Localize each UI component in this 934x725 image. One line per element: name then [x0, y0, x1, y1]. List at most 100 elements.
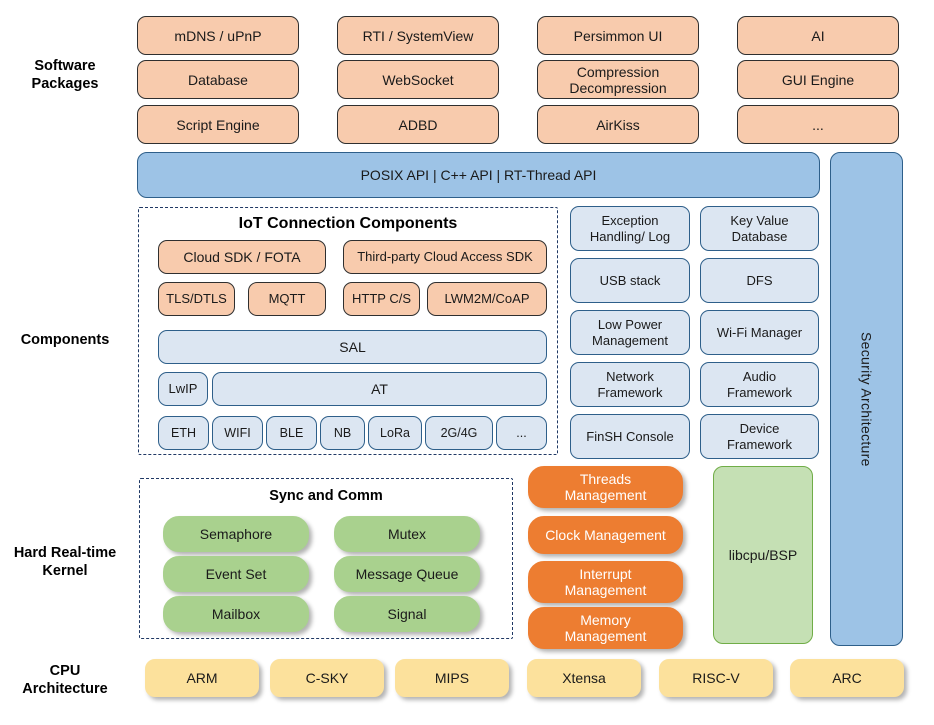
- sync-chip[interactable]: Semaphore: [163, 516, 309, 552]
- kernel-core-chip[interactable]: Memory Management: [528, 607, 683, 649]
- kernel-core-chip-label: Interrupt Management: [564, 566, 647, 598]
- kernel-core-chip[interactable]: Clock Management: [528, 516, 683, 554]
- sync-chip-label: Message Queue: [355, 566, 459, 582]
- sync-chip[interactable]: Event Set: [163, 556, 309, 592]
- component-chip-label: Network Framework: [597, 368, 663, 400]
- iot-protocol-chip-label: TLS/DTLS: [166, 291, 227, 306]
- sync-and-comm-title-text: Sync and Comm: [269, 488, 383, 504]
- component-chip-label: USB stack: [599, 272, 661, 288]
- kernel-core-chip[interactable]: Interrupt Management: [528, 561, 683, 603]
- package-chip[interactable]: GUI Engine: [737, 60, 899, 99]
- iot-protocol-chip[interactable]: TLS/DTLS: [158, 282, 235, 316]
- sync-chip-label: Event Set: [205, 566, 267, 582]
- component-chip[interactable]: DFS: [700, 258, 819, 303]
- iot-stack-chip-label: LwIP: [168, 381, 198, 396]
- component-chip-label: Wi-Fi Manager: [716, 324, 803, 340]
- iot-link-chip[interactable]: BLE: [266, 416, 317, 450]
- sync-chip[interactable]: Mailbox: [163, 596, 309, 632]
- cpu-arch-chip-label: RISC-V: [692, 670, 740, 686]
- sync-and-comm-title: Sync and Comm: [139, 486, 513, 506]
- component-chip-label: Device Framework: [726, 420, 792, 452]
- iot-cloud-chip[interactable]: Cloud SDK / FOTA: [158, 240, 326, 274]
- component-chip[interactable]: Key Value Database: [700, 206, 819, 251]
- row-label-software-packages-text: Software Packages: [31, 58, 99, 92]
- sync-chip[interactable]: Mutex: [334, 516, 480, 552]
- component-chip-label: DFS: [746, 272, 773, 288]
- iot-link-chip[interactable]: ...: [496, 416, 547, 450]
- iot-link-chip[interactable]: LoRa: [368, 416, 422, 450]
- package-chip-label: AI: [811, 27, 825, 44]
- cpu-arch-chip[interactable]: C-SKY: [270, 659, 384, 697]
- libcpu-bsp-label: libcpu/BSP: [728, 547, 798, 563]
- cpu-arch-chip-label: Xtensa: [562, 670, 606, 686]
- sync-chip-label: Semaphore: [199, 526, 273, 542]
- kernel-core-chip[interactable]: Threads Management: [528, 466, 683, 508]
- package-chip-label: mDNS / uPnP: [174, 27, 262, 44]
- iot-link-chip-label: LoRa: [380, 426, 410, 440]
- package-chip[interactable]: RTI / SystemView: [337, 16, 499, 55]
- sync-chip-label: Mutex: [387, 526, 427, 542]
- package-chip[interactable]: Compression Decompression: [537, 60, 699, 99]
- iot-protocol-chip[interactable]: MQTT: [248, 282, 326, 316]
- row-label-components: Components: [0, 325, 130, 355]
- package-chip-label: GUI Engine: [781, 71, 855, 88]
- cpu-arch-chip[interactable]: Xtensa: [527, 659, 641, 697]
- iot-link-chip-label: BLE: [279, 426, 304, 440]
- component-chip-label: Key Value Database: [730, 212, 789, 244]
- component-chip[interactable]: Device Framework: [700, 414, 819, 459]
- iot-protocol-chip-label: LWM2M/CoAP: [444, 291, 530, 306]
- package-chip-label: WebSocket: [382, 71, 454, 88]
- component-chip[interactable]: Audio Framework: [700, 362, 819, 407]
- iot-connection-components-group: [138, 207, 558, 455]
- sync-and-comm-group: [139, 478, 513, 639]
- row-label-kernel-text: Hard Real-time Kernel: [13, 545, 117, 579]
- iot-sal-chip[interactable]: SAL: [158, 330, 547, 364]
- component-chip[interactable]: FinSH Console: [570, 414, 690, 459]
- cpu-arch-chip[interactable]: RISC-V: [659, 659, 773, 697]
- row-label-kernel: Hard Real-time Kernel: [0, 540, 130, 584]
- component-chip[interactable]: Wi-Fi Manager: [700, 310, 819, 355]
- package-chip-label: AirKiss: [596, 116, 640, 133]
- iot-sal-label: SAL: [339, 339, 366, 355]
- iot-link-chip[interactable]: ETH: [158, 416, 209, 450]
- iot-link-chip-label: ETH: [171, 426, 196, 440]
- package-chip[interactable]: WebSocket: [337, 60, 499, 99]
- package-chip-label: ADBD: [398, 116, 438, 133]
- iot-protocol-chip-label: HTTP C/S: [352, 291, 411, 306]
- package-chip[interactable]: ...: [737, 105, 899, 144]
- sync-chip[interactable]: Message Queue: [334, 556, 480, 592]
- package-chip[interactable]: mDNS / uPnP: [137, 16, 299, 55]
- component-chip[interactable]: USB stack: [570, 258, 690, 303]
- iot-link-chip-label: 2G/4G: [440, 426, 478, 440]
- component-chip[interactable]: Exception Handling/ Log: [570, 206, 690, 251]
- cpu-arch-chip-label: MIPS: [434, 670, 470, 686]
- component-chip[interactable]: Low Power Management: [570, 310, 690, 355]
- cpu-arch-chip[interactable]: ARM: [145, 659, 259, 697]
- iot-cloud-chip[interactable]: Third-party Cloud Access SDK: [343, 240, 547, 274]
- kernel-core-chip-label: Threads Management: [564, 471, 647, 503]
- security-architecture-bar[interactable]: Security Architecture: [830, 152, 903, 646]
- iot-stack-chip[interactable]: AT: [212, 372, 547, 406]
- iot-stack-chip[interactable]: LwIP: [158, 372, 208, 406]
- component-chip-label: Audio Framework: [726, 368, 792, 400]
- iot-link-chip[interactable]: NB: [320, 416, 365, 450]
- iot-link-chip[interactable]: WIFI: [212, 416, 263, 450]
- libcpu-bsp-box[interactable]: libcpu/BSP: [713, 466, 813, 644]
- iot-title-text: IoT Connection Components: [238, 215, 458, 232]
- package-chip[interactable]: Database: [137, 60, 299, 99]
- cpu-arch-chip[interactable]: MIPS: [395, 659, 509, 697]
- package-chip[interactable]: AirKiss: [537, 105, 699, 144]
- package-chip[interactable]: ADBD: [337, 105, 499, 144]
- package-chip[interactable]: Script Engine: [137, 105, 299, 144]
- package-chip[interactable]: Persimmon UI: [537, 16, 699, 55]
- cpu-arch-chip[interactable]: ARC: [790, 659, 904, 697]
- iot-protocol-chip[interactable]: LWM2M/CoAP: [427, 282, 547, 316]
- iot-protocol-chip[interactable]: HTTP C/S: [343, 282, 420, 316]
- iot-cloud-chip-label: Cloud SDK / FOTA: [183, 249, 301, 265]
- sync-chip[interactable]: Signal: [334, 596, 480, 632]
- component-chip[interactable]: Network Framework: [570, 362, 690, 407]
- package-chip[interactable]: AI: [737, 16, 899, 55]
- iot-link-chip[interactable]: 2G/4G: [425, 416, 493, 450]
- api-bar[interactable]: POSIX API | C++ API | RT-Thread API: [137, 152, 820, 198]
